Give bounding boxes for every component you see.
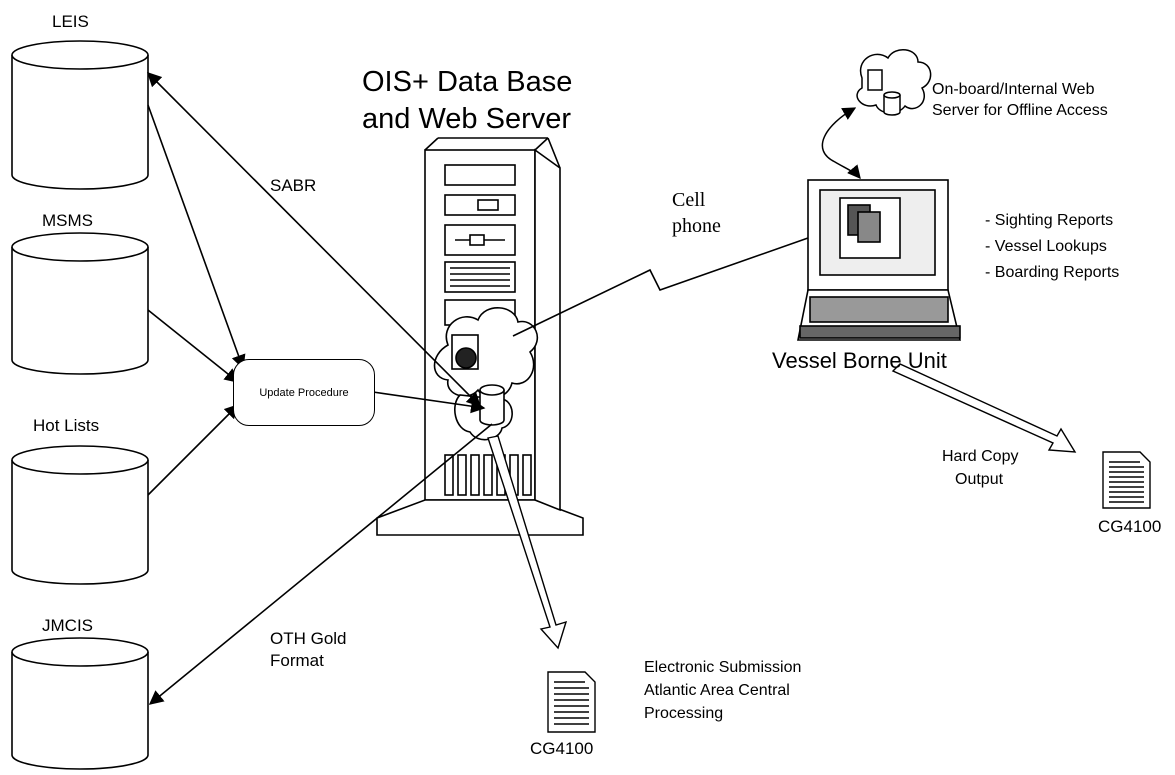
update-procedure-label: Update Procedure	[259, 386, 349, 399]
hard-copy-document	[1102, 451, 1151, 509]
hard-copy-doc-label: CG4100	[1098, 517, 1162, 536]
hard-copy-label-line1: Hard Copy	[942, 448, 1019, 465]
database-label-hot-lists: Hot Lists	[33, 416, 100, 435]
database-label-msms: MSMS	[42, 211, 93, 230]
sabr-label: SABR	[270, 176, 317, 195]
hollow-arrows	[487, 363, 1077, 650]
cell-phone-label-line1: Cell	[672, 189, 706, 211]
electronic-label-line1: Electronic Submission	[644, 659, 802, 676]
update-procedure-box: Update Procedure	[233, 359, 375, 426]
internal-web-label-line2: Server for Offline Access	[932, 102, 1108, 119]
internal-web-cloud	[856, 49, 932, 116]
electronic-label-line2: Atlantic Area Central	[644, 682, 790, 699]
vessel-borne-unit-label: Vessel Borne Unit	[772, 348, 947, 373]
server-title-line2: and Web Server	[362, 103, 572, 135]
feature-sighting-reports: - Sighting Reports	[985, 212, 1114, 229]
feature-boarding-reports: - Boarding Reports	[985, 264, 1120, 281]
connector-lines	[146, 71, 809, 705]
electronic-label-line3: Processing	[644, 705, 724, 722]
database-label-leis: LEIS	[52, 12, 89, 31]
laptop-device	[797, 179, 962, 341]
internal-web-label-line1: On-board/Internal Web	[932, 81, 1095, 98]
electronic-doc-label: CG4100	[530, 739, 594, 758]
cell-phone-label-line2: phone	[672, 215, 721, 237]
electronic-submission-document	[547, 671, 596, 733]
database-cylinder-hot-lists	[11, 445, 149, 585]
database-label-jmcis: JMCIS	[42, 616, 93, 635]
database-cylinder-jmcis	[11, 637, 149, 770]
oth-gold-label-line2: Format	[270, 651, 324, 670]
database-cylinder-leis	[11, 40, 149, 190]
database-cylinder-msms	[11, 232, 149, 375]
oth-gold-label-line1: OTH Gold	[270, 629, 347, 648]
hard-copy-label-line2: Output	[955, 471, 1004, 488]
server-title-line1: OIS+ Data Base	[362, 66, 573, 98]
feature-vessel-lookups: - Vessel Lookups	[985, 238, 1107, 255]
